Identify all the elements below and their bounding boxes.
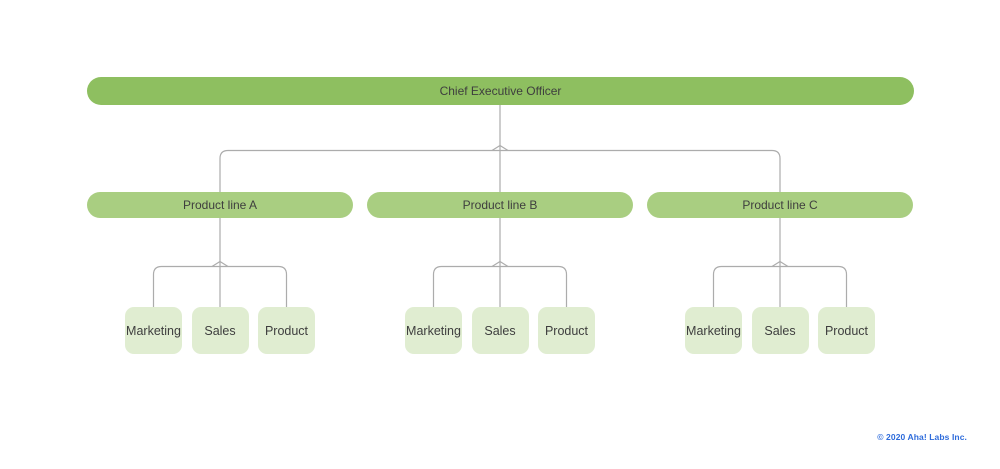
node-chief-executive-officer[interactable]: Chief Executive Officer	[87, 77, 914, 105]
connector-group-a-to-leaves	[152, 218, 288, 307]
node-label: Sales	[764, 323, 796, 338]
node-group-a-product[interactable]: Product	[258, 307, 315, 354]
node-label: Marketing	[406, 323, 461, 338]
node-label: Product	[264, 323, 309, 338]
node-label: Product line C	[742, 198, 818, 212]
node-label: Product line A	[182, 198, 258, 212]
node-group-b-sales[interactable]: Sales	[471, 307, 529, 354]
node-product-line-c[interactable]: Product line C	[647, 192, 913, 218]
node-group-b-marketing[interactable]: Marketing	[405, 307, 462, 354]
connector-group-b-to-leaves	[432, 218, 568, 307]
connector-root-to-groups	[219, 105, 781, 192]
node-group-b-product[interactable]: Product	[538, 307, 595, 354]
node-group-c-marketing[interactable]: Marketing	[685, 307, 742, 354]
node-product-line-a[interactable]: Product line A	[87, 192, 353, 218]
node-product-line-b[interactable]: Product line B	[367, 192, 633, 218]
node-group-a-marketing[interactable]: Marketing	[125, 307, 182, 354]
node-group-c-sales[interactable]: Sales	[751, 307, 809, 354]
node-label: Product line B	[462, 198, 538, 212]
connector-group-c-to-leaves	[712, 218, 848, 307]
node-group-c-product[interactable]: Product	[818, 307, 875, 354]
copyright-text: © 2020 Aha! Labs Inc.	[877, 432, 967, 442]
node-label: Marketing	[126, 323, 181, 338]
node-label: Chief Executive Officer	[439, 84, 562, 98]
node-label: Sales	[204, 323, 236, 338]
node-label: Marketing	[686, 323, 741, 338]
node-group-a-sales[interactable]: Sales	[191, 307, 249, 354]
node-label: Product	[544, 323, 589, 338]
node-label: Product	[824, 323, 869, 338]
node-label: Sales	[484, 323, 516, 338]
